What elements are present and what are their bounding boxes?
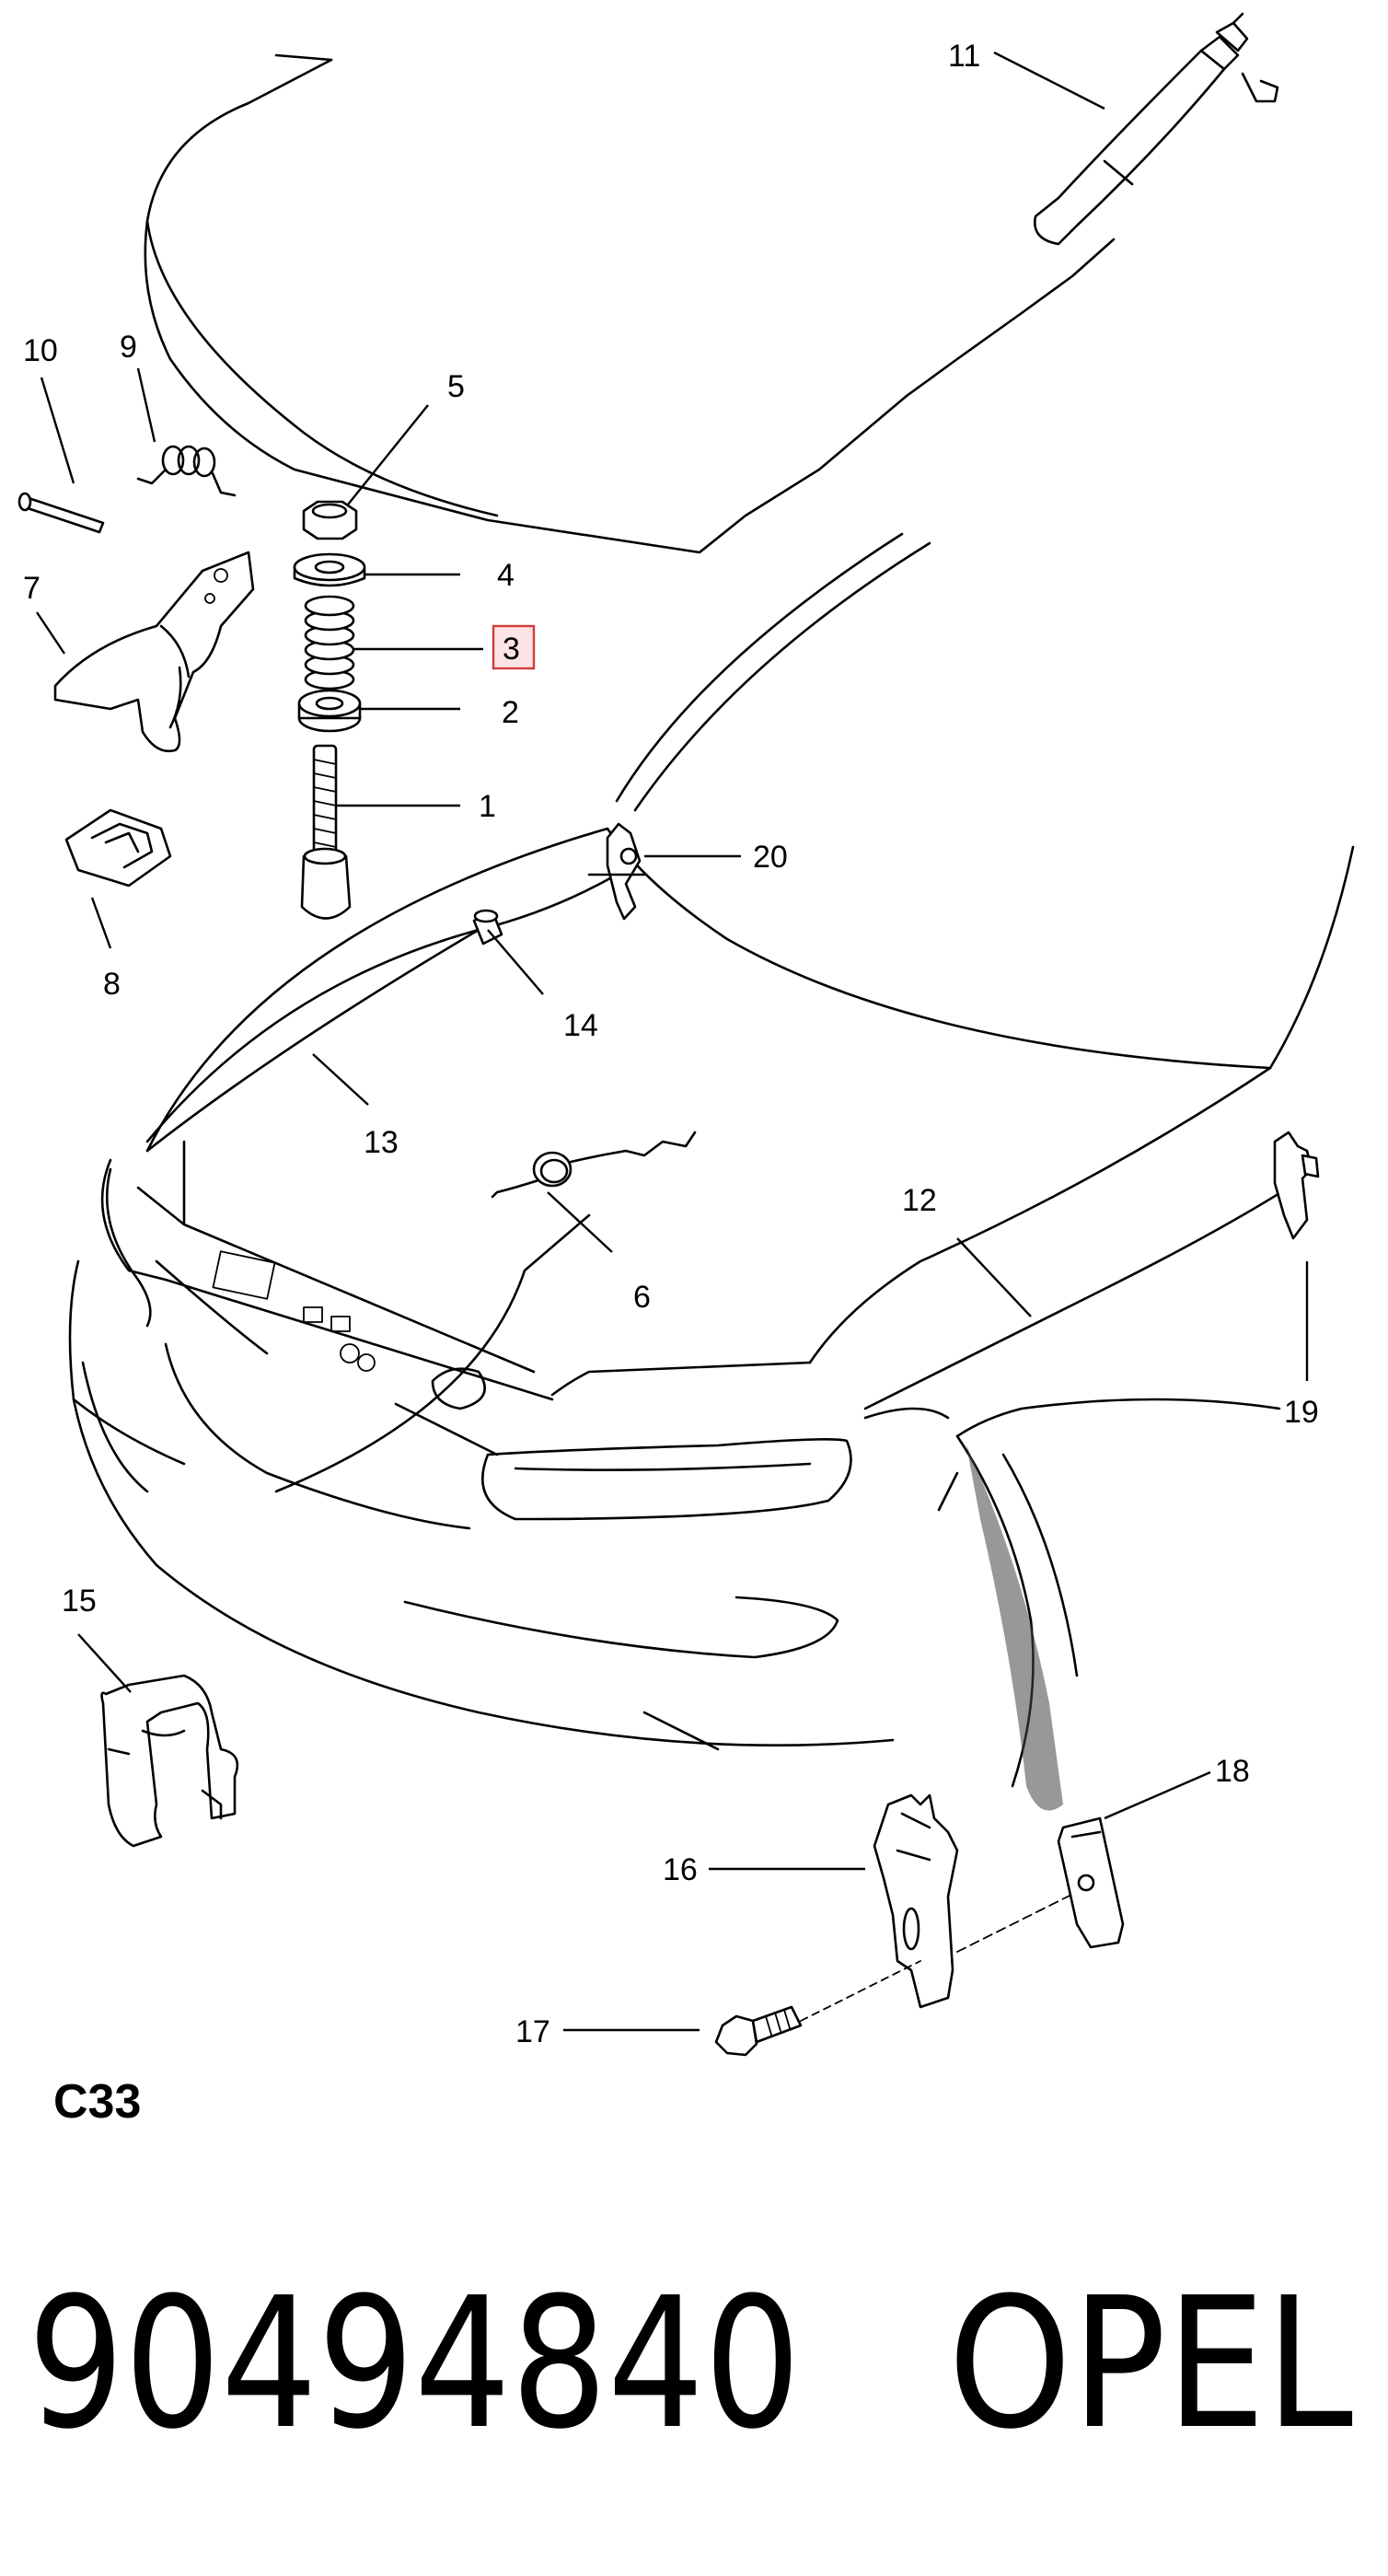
part-4-washer [293, 552, 366, 587]
label-14: 14 [563, 1008, 598, 1043]
clip-centerline [956, 1886, 1087, 1953]
part-9-spring [136, 445, 237, 497]
part-16-bracket [873, 1793, 959, 2009]
label-17: 17 [515, 2014, 550, 2049]
label-7: 7 [23, 571, 40, 606]
part-14-clip [472, 909, 503, 946]
label-11: 11 [948, 39, 980, 74]
cables [145, 873, 1290, 1410]
brand-name: OPEL [948, 2259, 1353, 2469]
part-2-washer [297, 689, 362, 733]
label-5: 5 [447, 369, 465, 404]
part-17-screw [714, 2005, 803, 2057]
part-13-cable [145, 873, 619, 1143]
label-12: 12 [902, 1183, 937, 1218]
label-15: 15 [62, 1584, 97, 1619]
section-code: C33 [53, 2075, 141, 2129]
part-20-clamp [587, 822, 646, 921]
part-3-spring [304, 595, 355, 690]
label-2: 2 [502, 695, 519, 730]
label-3: 3 [503, 632, 520, 667]
label-9: 9 [120, 330, 137, 365]
part-10-pin [17, 492, 105, 534]
part-5-nut [302, 500, 358, 540]
label-19: 19 [1284, 1395, 1319, 1430]
label-10: 10 [23, 333, 58, 368]
part-19-bracket [1273, 1131, 1320, 1240]
part-7-latch [53, 551, 255, 753]
highlight-box-3 [492, 624, 536, 670]
label-1: 1 [479, 789, 496, 824]
leader-lines [36, 51, 1309, 2032]
part-number: 90494840 [28, 2259, 801, 2469]
callout-labels: 1 2 3 4 5 6 7 8 9 10 11 12 13 14 15 16 1… [23, 39, 1319, 2049]
label-8: 8 [103, 967, 121, 1002]
part-12-cable [863, 1186, 1290, 1410]
part-8-clip [64, 808, 172, 888]
label-13: 13 [364, 1125, 399, 1160]
label-16: 16 [663, 1852, 698, 1887]
label-20: 20 [753, 840, 788, 875]
label-4: 4 [497, 558, 515, 593]
label-6: 6 [633, 1280, 651, 1315]
car-body-drawing [68, 53, 1355, 1811]
part-11-tube [1034, 12, 1279, 246]
screw-centerline [800, 1960, 921, 2022]
part-1-bolt [300, 744, 352, 920]
part-6-spring [491, 1131, 697, 1199]
label-18: 18 [1215, 1754, 1250, 1789]
wheel-arch-shading [966, 1445, 1063, 1811]
part-15-clip [100, 1674, 239, 1848]
part-18-nut [1057, 1816, 1125, 1949]
